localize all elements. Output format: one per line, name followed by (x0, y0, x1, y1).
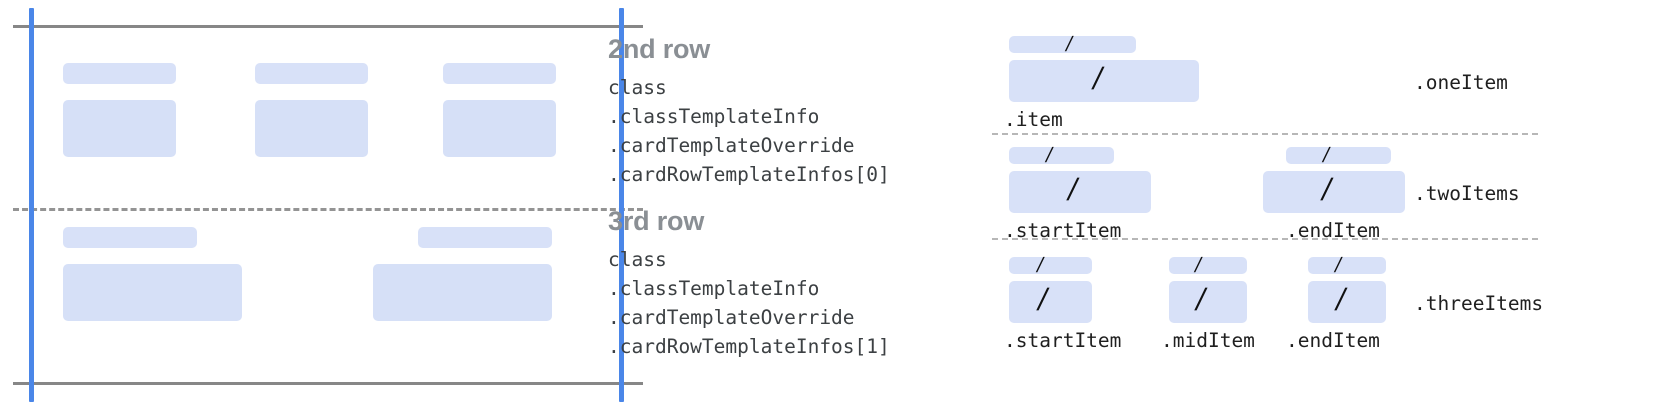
label-bar (63, 63, 176, 84)
cell-class-label: .item (1004, 108, 1063, 131)
annotation-block-3rd-row: 3rd row class .classTemplateInfo .cardTe… (600, 200, 980, 400)
group-class-label: .oneItem (1414, 71, 1508, 94)
annotation-code-line-1: class (608, 76, 667, 99)
annotation-code-line-1: class (608, 248, 667, 271)
item-cell: / / .item (990, 0, 1676, 135)
item-layout-group-one-item: / / .item .oneItem (990, 0, 1676, 135)
left-panel-row-3 (0, 208, 660, 388)
label-bar (443, 63, 556, 84)
content-block (443, 100, 556, 157)
card-top-boundary-rule (13, 25, 643, 28)
annotation-code-line-4: .cardRowTemplateInfos[0] (608, 163, 890, 186)
group-class-label: .threeItems (1414, 292, 1544, 315)
right-panel-item-layouts: / / .item .oneItem / / .startItem / / .e… (990, 0, 1676, 412)
cell-label-bar (1308, 257, 1386, 274)
row-2-item-1 (0, 0, 660, 208)
cell-label-bar (1286, 147, 1391, 164)
label-bar (63, 227, 197, 248)
item-cell: / / .endItem (990, 240, 1676, 370)
cell-label-bar (1009, 257, 1092, 274)
row-separator-dashed-rule (13, 208, 643, 211)
cell-label-bar (1009, 147, 1114, 164)
card-bottom-boundary-rule (13, 382, 643, 385)
item-cell: / / .midItem (990, 240, 1676, 370)
item-layout-group-three-items: / / .startItem / / .midItem / / .endItem… (990, 240, 1676, 370)
group-separator-dotted-rule (992, 238, 1538, 240)
annotation-code-line-4: .cardRowTemplateInfos[1] (608, 335, 890, 358)
left-panel-card-preview (0, 0, 660, 412)
label-bar (418, 227, 552, 248)
group-separator-dotted-rule (992, 133, 1538, 135)
annotation-title: 3rd row (608, 206, 705, 236)
annotation-title: 2nd row (608, 34, 711, 64)
cell-content-block (1009, 171, 1151, 213)
content-block (63, 264, 242, 321)
middle-annotation-column: 2nd row class .classTemplateInfo .cardTe… (600, 0, 980, 412)
item-cell: / / .startItem (990, 240, 1676, 370)
cell-content-block (1263, 171, 1405, 213)
cell-content-block (1308, 281, 1386, 323)
left-panel-row-2 (0, 0, 660, 208)
item-layout-group-two-items: / / .startItem / / .endItem .twoItems (990, 135, 1676, 242)
label-bar (255, 63, 368, 84)
group-class-label: .twoItems (1414, 182, 1520, 205)
item-cell: / / .endItem (990, 135, 1676, 242)
annotation-code-line-2: .classTemplateInfo (608, 105, 820, 128)
cell-label-bar (1169, 257, 1247, 274)
annotation-block-2nd-row: 2nd row class .classTemplateInfo .cardTe… (600, 0, 980, 200)
cell-class-label: .midItem (1161, 329, 1255, 352)
cell-label-bar (1009, 36, 1136, 53)
annotation-code-line-2: .classTemplateInfo (608, 277, 820, 300)
annotation-code-line-3: .cardTemplateOverride (608, 306, 855, 329)
cell-class-label: .startItem (1004, 219, 1122, 242)
row-2-item-3 (0, 0, 660, 208)
content-block (255, 100, 368, 157)
row-2-item-2 (0, 0, 660, 208)
right-margin-guide-line (619, 8, 624, 402)
cell-class-label: .startItem (1004, 329, 1122, 352)
content-block (373, 264, 552, 321)
cell-class-label: .endItem (1286, 329, 1380, 352)
content-block (63, 100, 176, 157)
row-3-item-1 (0, 208, 660, 388)
left-margin-guide-line (29, 8, 34, 402)
cell-content-block (1009, 281, 1092, 323)
item-cell: / / .startItem (990, 135, 1330, 242)
row-3-item-2 (0, 208, 660, 388)
cell-content-block (1169, 281, 1247, 323)
cell-class-label: .endItem (1286, 219, 1380, 242)
cell-content-block (1009, 60, 1199, 102)
annotation-code-line-3: .cardTemplateOverride (608, 134, 855, 157)
